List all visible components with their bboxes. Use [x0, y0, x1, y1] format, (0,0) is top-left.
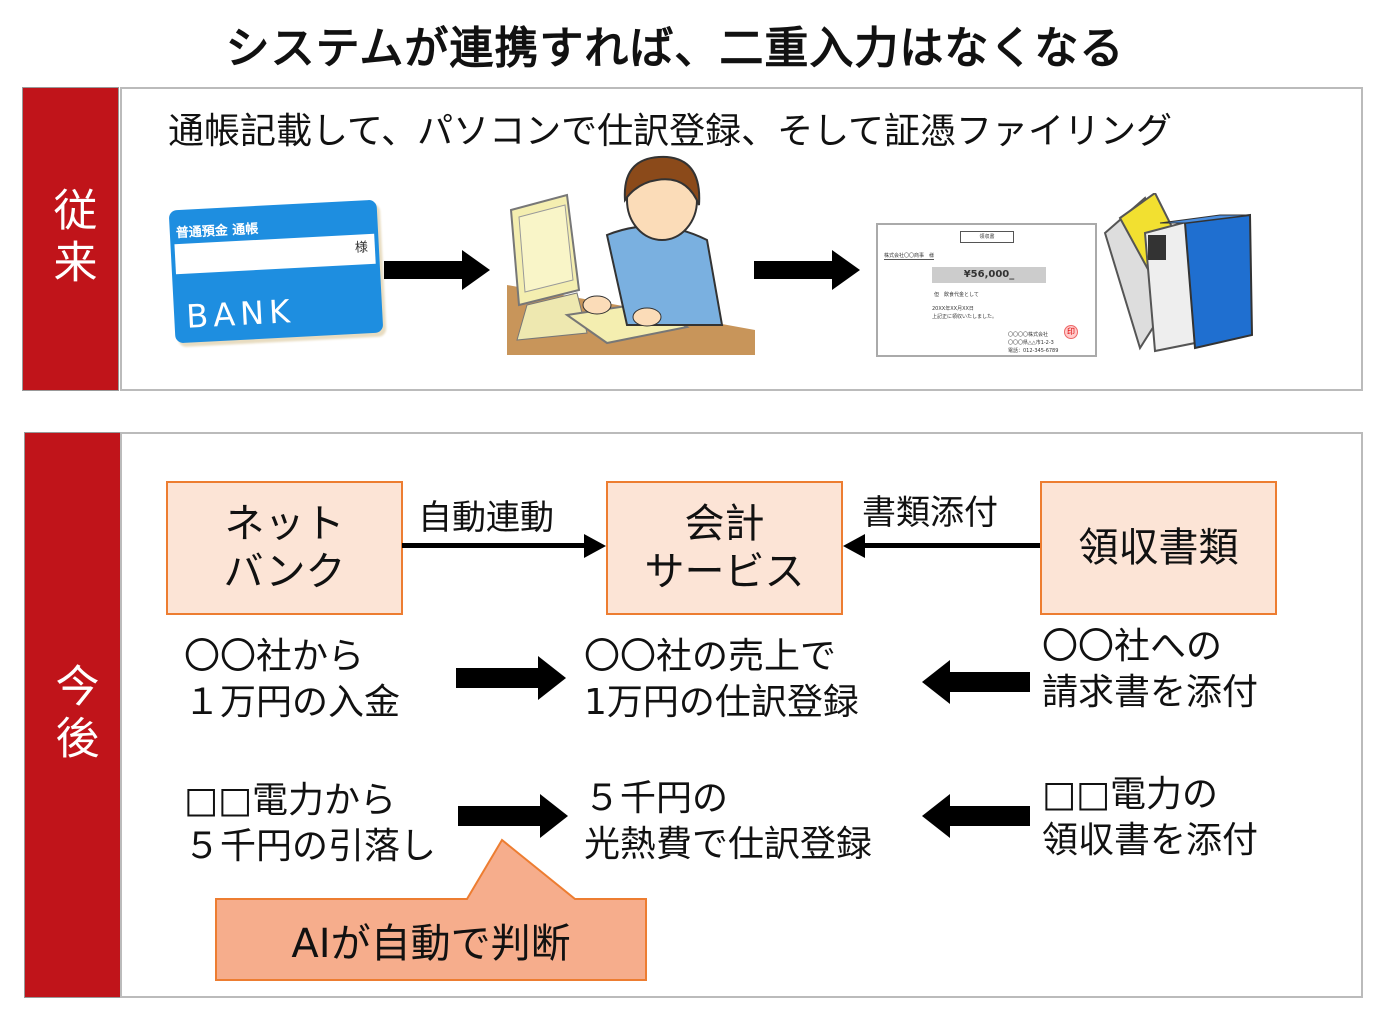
arrow-left-icon	[922, 794, 1030, 838]
passbook-suffix: 様	[354, 240, 369, 256]
person-computer-illustration	[507, 155, 755, 355]
row2-left-text: □□電力から ５千円の引落し	[184, 780, 437, 867]
passbook-brand: BANK	[185, 292, 296, 336]
row1-left-text: 〇〇社から １万円の入金	[184, 636, 401, 723]
arrow-right-icon	[754, 250, 860, 290]
row2-right-text: □□電力の 領収書を添付	[1042, 774, 1259, 861]
accounting-service-box: 会計 サービス	[606, 481, 843, 615]
receipt-illustration: 領収書 株式会社〇〇商事 様 ¥56,000_ 但 飲食代金として 20XX年X…	[876, 223, 1097, 357]
row1-right-text: 〇〇社への 請求書を添付	[1042, 626, 1259, 713]
receipt-addressee: 株式会社〇〇商事 様	[884, 253, 935, 260]
arrow-right-icon	[384, 250, 490, 290]
ai-callout-text: AIが自動で判断	[291, 921, 571, 967]
receipt-date: 20XX年XX月XX日	[932, 306, 974, 312]
arrow-right-icon	[456, 656, 566, 700]
binders-illustration	[1103, 193, 1254, 353]
receipt-amount: ¥56,000_	[932, 267, 1046, 283]
page-title: システムが連携すれば、二重入力はなくなる	[225, 23, 1125, 74]
row1-center-text: 〇〇社の売上で 1万円の仕訳登録	[584, 636, 859, 723]
section-label-after: 今後	[24, 432, 121, 998]
receipt-thanks: 上記正に領収いたしました。	[932, 314, 998, 320]
receipt-address: 〇〇〇県△△市1-2-3	[1008, 340, 1054, 346]
receipt-phone: 電話：012-345-6789	[1008, 348, 1059, 354]
netbank-box: ネット バンク	[166, 481, 403, 615]
ai-callout-shape	[215, 838, 647, 981]
section-label-before: 従来	[22, 87, 119, 391]
receipt-note: 但 飲食代金として	[934, 292, 979, 298]
receipt-heading: 領収書	[960, 231, 1014, 243]
arrow-left-icon	[843, 534, 1040, 558]
arrow-right-icon	[402, 534, 606, 558]
before-caption: 通帳記載して、パソコンで仕訳登録、そして証憑ファイリング	[168, 111, 1173, 152]
row2-center-text: ５千円の 光熱費で仕訳登録	[584, 778, 873, 865]
receipts-box: 領収書類	[1040, 481, 1277, 615]
attach-label: 書類添付	[862, 493, 998, 533]
passbook-header: 普通預金 通帳	[175, 221, 259, 242]
arrow-left-icon	[922, 660, 1030, 704]
receipt-company: 〇〇〇〇株式会社	[1008, 332, 1049, 338]
passbook-illustration: 普通預金 通帳 様 BANK	[168, 199, 384, 344]
arrow-right-icon	[458, 794, 568, 838]
auto-link-label: 自動連動	[418, 498, 554, 538]
receipt-stamp: 印	[1064, 325, 1078, 339]
